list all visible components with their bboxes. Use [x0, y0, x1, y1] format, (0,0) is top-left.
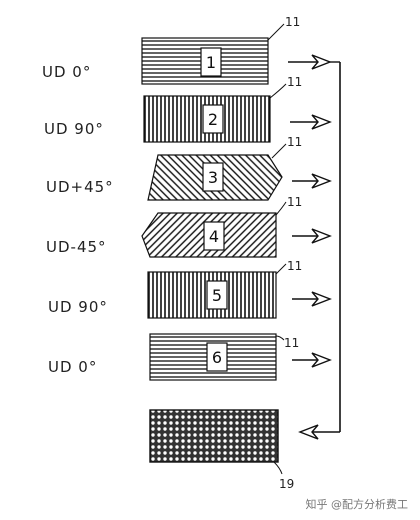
- layer-6-number: 6: [212, 348, 222, 367]
- stack-leader: [273, 461, 283, 475]
- stack-ref: 19: [279, 477, 294, 491]
- layer-6-arrow: [292, 352, 332, 368]
- layer-1-number-box: [200, 47, 222, 77]
- layer-2-arrow: [290, 114, 332, 130]
- layer-5-label: UD 90°: [48, 298, 108, 316]
- watermark: 知乎 @配方分析费工: [306, 497, 409, 511]
- layer-3-label: UD+45°: [46, 178, 114, 196]
- layer-5-leader: [275, 263, 287, 275]
- layer-6: UD 0° 6 11: [48, 333, 332, 381]
- layer-5-arrow: [292, 291, 332, 307]
- stack-arrow: [298, 424, 319, 440]
- layer-2-number-box: [202, 104, 224, 134]
- layer-4: UD-45° 4 11: [46, 195, 332, 258]
- layer-4-ref: 11: [287, 195, 302, 209]
- layer-4-leader: [275, 201, 287, 216]
- layer-5-number: 5: [212, 286, 222, 305]
- layer-1-arrow: [288, 54, 332, 70]
- layer-1-ref: 11: [285, 15, 300, 29]
- layer-1-number: 1: [206, 53, 216, 72]
- layer-2-number: 2: [208, 110, 218, 129]
- layer-3-arrow: [292, 173, 332, 189]
- layer-2-ref: 11: [287, 75, 302, 89]
- layer-6-leader: [275, 335, 285, 341]
- layer-5: UD 90° 5 11: [48, 259, 332, 319]
- layer-6-number-box: [206, 342, 228, 372]
- layer-4-number-box: [203, 221, 225, 251]
- layer-5-ref: 11: [287, 259, 302, 273]
- stacking-connector: [298, 61, 341, 440]
- layer-1: UD 0° 1 11: [42, 15, 332, 85]
- layer-1-label: UD 0°: [42, 63, 91, 81]
- layer-2: UD 90° 2 11: [44, 75, 332, 143]
- layer-3-leader: [271, 143, 287, 159]
- layer-2-label: UD 90°: [44, 120, 104, 138]
- layer-6-label: UD 0°: [48, 358, 97, 376]
- layer-1-leader: [267, 23, 285, 41]
- layer-6-ref: 11: [284, 336, 299, 350]
- layer-4-label: UD-45°: [46, 238, 107, 256]
- layer-5-number-box: [206, 280, 228, 310]
- layer-2-leader: [269, 83, 287, 99]
- laminate-stack: 19: [149, 409, 294, 491]
- layer-4-number: 4: [209, 227, 219, 246]
- layer-3: UD+45° 3 11: [46, 135, 332, 201]
- layer-3-number-box: [202, 162, 224, 192]
- laminate-stack-swatch: [149, 409, 279, 463]
- layer-3-ref: 11: [287, 135, 302, 149]
- layer-4-arrow: [292, 228, 332, 244]
- layer-3-number: 3: [208, 168, 218, 187]
